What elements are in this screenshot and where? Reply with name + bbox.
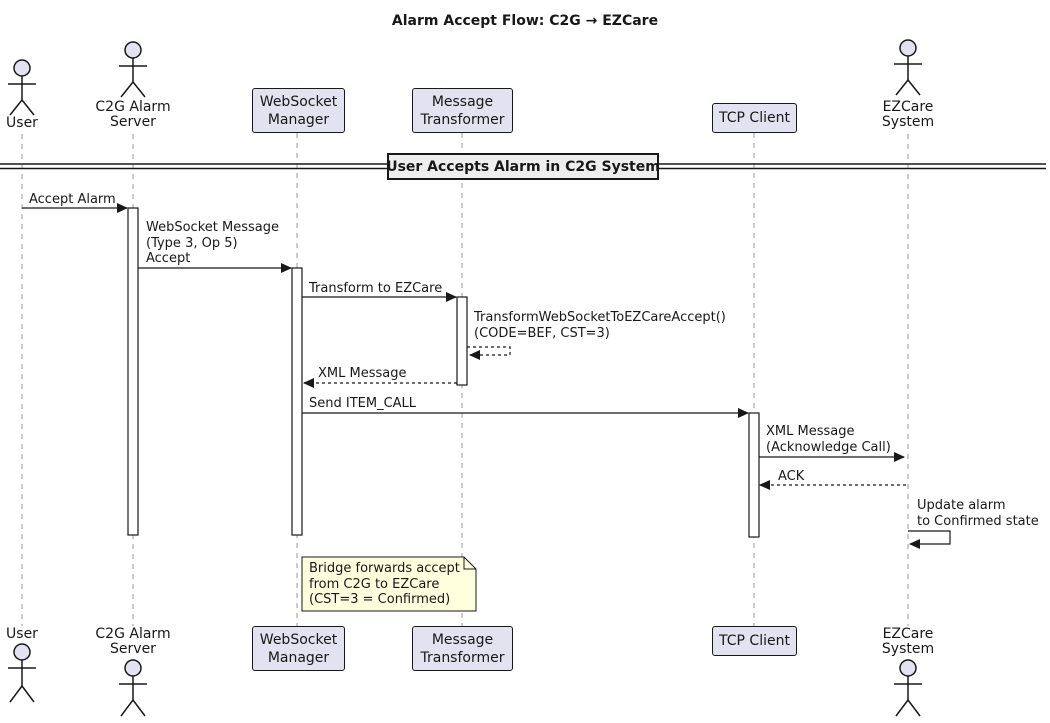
message-ack: ACK <box>778 469 805 484</box>
message-transform-to-ezcare: Transform to EZCare <box>309 281 443 296</box>
note-shape <box>301 556 477 612</box>
actor-ezcare-system-bottom-icon <box>894 659 922 717</box>
diagram-title: Alarm Accept Flow: C2G → EZCare <box>391 13 659 29</box>
actor-ezcare-system-bottom-label: EZCare System <box>881 626 935 657</box>
actor-user-bottom-label: User <box>6 626 38 642</box>
activation-websocket-manager <box>291 267 303 536</box>
message-xml-acknowledge: XML Message (Acknowledge Call) <box>766 424 891 455</box>
actor-ezcare-system-icon <box>894 39 922 96</box>
message-accept-alarm: Accept Alarm <box>29 192 116 207</box>
message-xml-message-return: XML Message <box>318 366 407 381</box>
activation-tcp-client <box>748 412 760 538</box>
actor-user-label: User <box>6 115 38 131</box>
participant-tcp-client: TCP Client <box>712 103 797 133</box>
actor-c2g-alarm-server-bottom-icon <box>119 659 147 717</box>
participant-websocket-manager-bottom: WebSocket Manager <box>252 626 345 671</box>
activation-c2g-alarm-server <box>127 207 139 536</box>
actor-c2g-alarm-server-label: C2G Alarm Server <box>95 99 171 130</box>
message-transform-self-call: TransformWebSocketToEZCareAccept() (CODE… <box>474 310 726 341</box>
divider: User Accepts Alarm in C2G System <box>386 153 660 180</box>
participant-message-transformer-bottom: Message Transformer <box>412 626 513 671</box>
arrow-update-alarm-self <box>908 530 951 549</box>
note-fold-icon <box>463 557 476 570</box>
actor-c2g-alarm-server-icon <box>119 41 147 98</box>
message-websocket-message: WebSocket Message (Type 3, Op 5) Accept <box>146 220 279 266</box>
actor-user-bottom-icon <box>8 643 36 703</box>
message-send-item-call: Send ITEM_CALL <box>309 396 417 411</box>
arrow-transform-self-call <box>467 346 511 360</box>
message-update-alarm: Update alarm to Confirmed state <box>917 498 1039 529</box>
participant-tcp-client-bottom: TCP Client <box>712 626 797 656</box>
participant-websocket-manager: WebSocket Manager <box>252 88 345 133</box>
participant-message-transformer: Message Transformer <box>412 88 513 133</box>
actor-user-icon <box>8 59 36 116</box>
note-bridge-forwards: Bridge forwards accept from C2G to EZCar… <box>309 561 460 607</box>
actor-c2g-alarm-server-bottom-label: C2G Alarm Server <box>95 626 171 657</box>
actor-ezcare-system-label: EZCare System <box>881 99 935 130</box>
activation-message-transformer <box>456 296 468 386</box>
divider-label: User Accepts Alarm in C2G System <box>386 158 660 175</box>
